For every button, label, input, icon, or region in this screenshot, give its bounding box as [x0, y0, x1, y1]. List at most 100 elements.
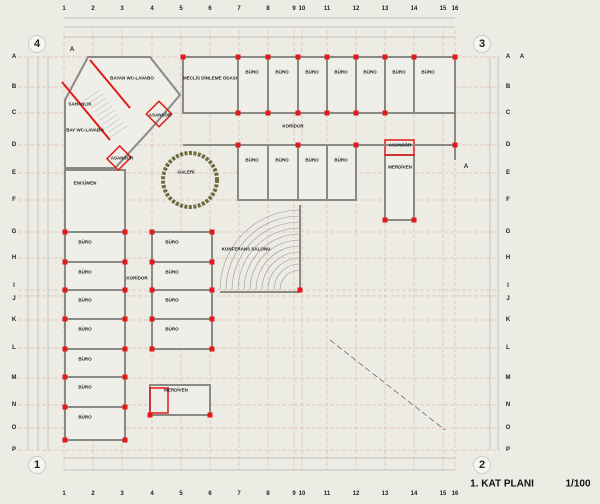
grid-row-label-left: C: [11, 110, 17, 116]
structural-column: [122, 287, 128, 293]
room-buro: [355, 56, 386, 114]
amphitheater-row: [267, 257, 301, 291]
structural-column: [411, 217, 417, 223]
room-galeri: GALERİ: [177, 169, 195, 175]
room-buro-label: BÜRO: [245, 69, 259, 75]
room-buro: [267, 56, 299, 114]
structural-column: [324, 54, 330, 60]
grid-row-label-right: M: [505, 375, 511, 381]
room-buro: [297, 56, 328, 114]
room-buro: [64, 231, 126, 263]
stair-tread: [96, 105, 113, 117]
structural-column: [122, 346, 128, 352]
room-buro-label: BÜRO: [78, 297, 92, 303]
structural-column: [147, 412, 153, 418]
structural-column: [149, 229, 155, 235]
room-koridor-top: KORİDOR: [282, 123, 304, 129]
grid-row-label-left: I: [13, 283, 15, 289]
room-buro: [413, 56, 456, 114]
grid-col-label-bottom: 1: [62, 491, 66, 497]
grid-col-label-bottom: 10: [298, 491, 306, 497]
grid-row-label-right: F: [506, 197, 510, 203]
wc-wing: [64, 56, 182, 169]
structural-column: [122, 437, 128, 443]
room-buro: [64, 318, 126, 350]
amphitheater-row: [219, 209, 301, 291]
grid-col-label-top: 14: [410, 6, 418, 12]
room-buro: [384, 56, 415, 114]
room-merdiven-bottom-outline: [149, 384, 211, 416]
structural-column: [122, 404, 128, 410]
grid-col-label-bottom: 5: [179, 491, 183, 497]
grid-col-label-top: 16: [451, 6, 459, 12]
room-meclis: MECLİS DİNLEME ODASI: [182, 75, 238, 81]
structural-column: [209, 259, 215, 265]
grid-col-label-top: 1: [62, 6, 66, 12]
room-buro-label: BÜRO: [275, 69, 289, 75]
room-buro: [151, 318, 213, 350]
grid-row-label-left: N: [11, 402, 17, 408]
room-buro: [237, 56, 269, 114]
structural-column: [62, 374, 68, 380]
structural-column: [295, 54, 301, 60]
grid-col-label-top: 13: [381, 6, 389, 12]
structural-column: [149, 316, 155, 322]
room-buro-label: BÜRO: [305, 69, 319, 75]
structural-column: [62, 259, 68, 265]
grid-marker-2: 2: [473, 456, 491, 474]
structural-column: [295, 142, 301, 148]
grid-row-label-left: G: [11, 229, 17, 235]
room-koridor-left: KORİDOR: [126, 275, 148, 281]
grid-row-label-right: G: [505, 229, 511, 235]
structural-column: [149, 346, 155, 352]
grid-col-label-bottom: 7: [237, 491, 241, 497]
asansor-shaft: [145, 100, 173, 128]
structural-column: [353, 54, 359, 60]
grid-col-label-top: 8: [266, 6, 270, 12]
grid-row-label-right: P: [505, 447, 511, 453]
grid-col-label-bottom: 14: [410, 491, 418, 497]
room-buro: [267, 144, 299, 201]
grid-row-label-right: B: [505, 84, 511, 90]
grid-row-label-right: J: [506, 296, 510, 302]
grid-row-label-left: J: [12, 296, 16, 302]
plan-scale: 1/100: [565, 478, 591, 490]
grid-col-label-top: 6: [208, 6, 212, 12]
room-buro-label: BÜRO: [78, 384, 92, 390]
section-marker-right: A: [519, 54, 525, 60]
grid-col-label-top: 2: [91, 6, 95, 12]
room-buro-label: BÜRO: [78, 326, 92, 332]
stair-tread: [93, 101, 110, 113]
room-buro-label: BÜRO: [78, 414, 92, 420]
structural-column: [209, 229, 215, 235]
grid-row-label-right: I: [507, 283, 509, 289]
structural-column: [353, 110, 359, 116]
structural-column: [122, 316, 128, 322]
room-sahanlik: SAHANLIK: [68, 101, 92, 107]
room-meclis-outline: [182, 56, 239, 114]
grid-col-label-bottom: 4: [150, 491, 154, 497]
structural-column: [382, 110, 388, 116]
grid-row-label-left: B: [11, 84, 17, 90]
room-buro: [297, 144, 328, 201]
grid-col-label-bottom: 13: [381, 491, 389, 497]
grid-col-label-top: 11: [323, 6, 331, 12]
grid-row-label-right: L: [506, 345, 510, 351]
room-konferans: KONFERANS SALONU: [221, 246, 271, 252]
grid-row-label-left: O: [11, 425, 17, 431]
room-buro: [64, 289, 126, 320]
room-buro-label: BÜRO: [165, 239, 179, 245]
grid-marker-4: 4: [28, 35, 46, 53]
room-buro-label: BÜRO: [245, 157, 259, 163]
grid-col-label-top: 3: [120, 6, 124, 12]
room-buro: [64, 376, 126, 408]
room-buro: [326, 56, 357, 114]
structural-column: [180, 54, 186, 60]
grid-col-label-bottom: 2: [91, 491, 95, 497]
stair-tread: [90, 97, 107, 109]
grid-col-label-top: 7: [237, 6, 241, 12]
room-buro-label: BÜRO: [363, 69, 377, 75]
room-merdiven-right: MERDİVEN: [388, 164, 412, 170]
room-buro-label: BÜRO: [305, 157, 319, 163]
room-buro-label: BÜRO: [334, 157, 348, 163]
